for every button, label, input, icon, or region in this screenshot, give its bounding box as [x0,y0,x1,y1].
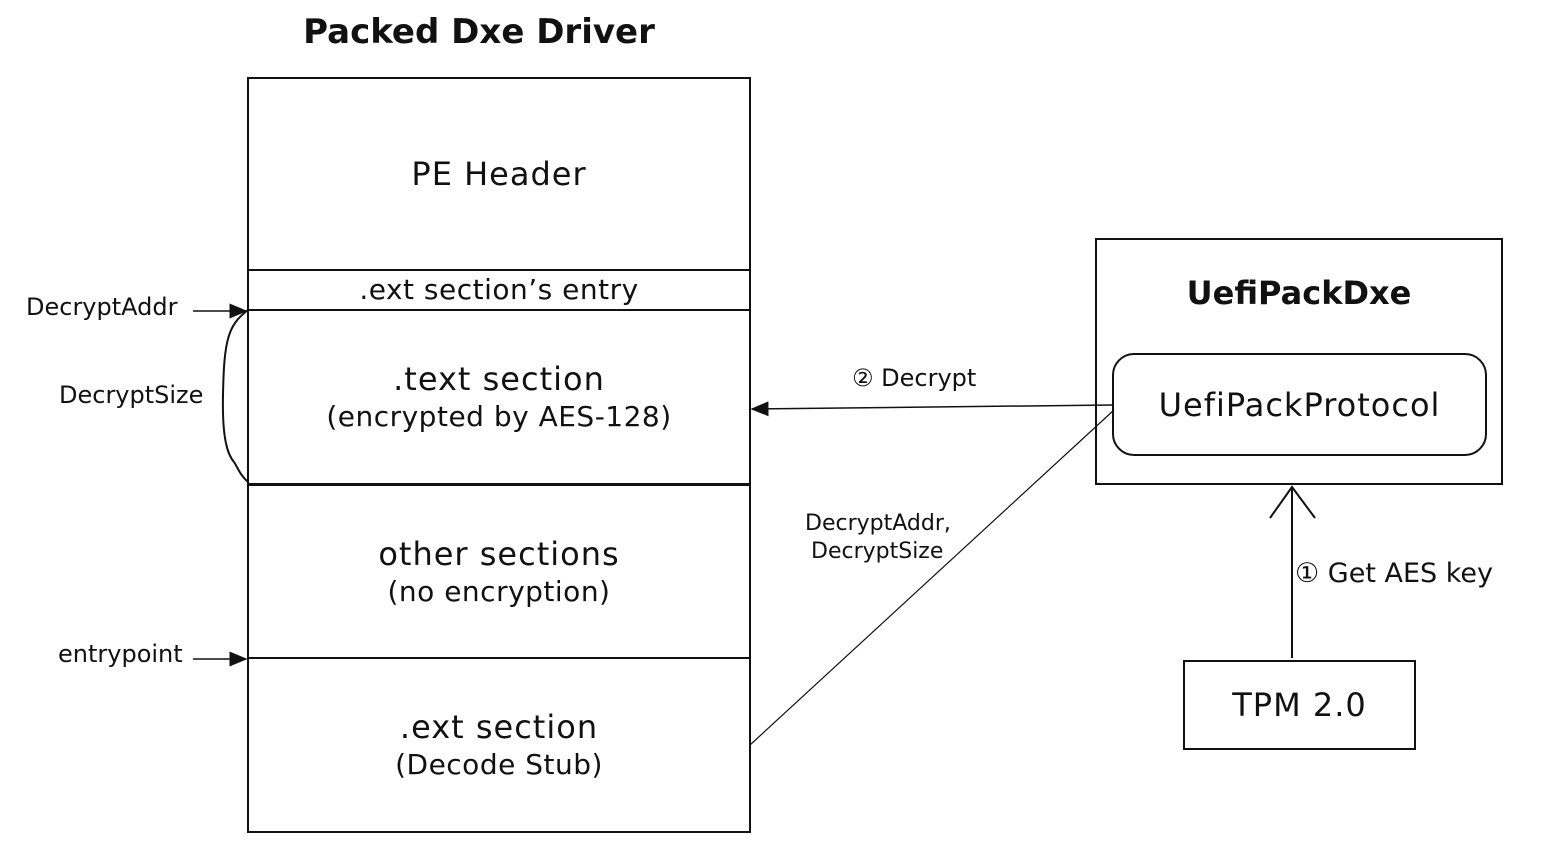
params-edge-label-line2: DecryptSize [811,539,944,564]
ext-section-note: (Decode Stub) [395,748,603,781]
get-key-edge-label: ① Get AES key [1295,558,1494,589]
divider-other-ext [248,657,750,659]
packed-driver-title: Packed Dxe Driver [303,12,655,52]
params-edge-label-line1: DecryptAddr, [805,511,951,536]
entrypoint-label: entrypoint [58,640,183,668]
ext-entry-section: .ext section’s entry [248,271,750,309]
decrypt-size-brace [221,309,249,483]
get-key-arrowhead [1269,485,1316,519]
text-section-note: (encrypted by AES-128) [326,400,672,433]
other-sections: other sections (no encryption) [248,486,750,657]
ext-entry-label: .ext section’s entry [359,273,639,306]
uefi-pack-dxe-title: UefiPackDxe [1186,274,1412,312]
uefi-pack-protocol-box: UefiPackProtocol [1112,353,1487,456]
params-line [749,409,1115,746]
decrypt-arrow [750,401,1113,417]
decrypt-edge-label: ② Decrypt [852,364,977,392]
divider-header-entry [248,269,750,271]
other-sections-label: other sections [378,534,620,573]
text-section: .text section (encrypted by AES-128) [248,311,750,483]
divider-text-other [248,483,750,486]
divider-entry-text [248,309,750,311]
decrypt-size-label: DecryptSize [59,381,204,409]
decrypt-addr-label: DecryptAddr [26,293,178,321]
tpm-box: TPM 2.0 [1183,660,1416,750]
pe-header-label: PE Header [411,155,587,193]
packed-driver-box [247,77,751,833]
text-section-label: .text section [393,360,605,398]
uefi-pack-protocol-label: UefiPackProtocol [1158,385,1441,424]
other-sections-note: (no encryption) [387,574,611,608]
ext-section-label: .ext section [399,708,599,746]
tpm-label: TPM 2.0 [1232,686,1367,724]
pe-header-section: PE Header [248,79,750,269]
ext-section: .ext section (Decode Stub) [248,659,750,831]
